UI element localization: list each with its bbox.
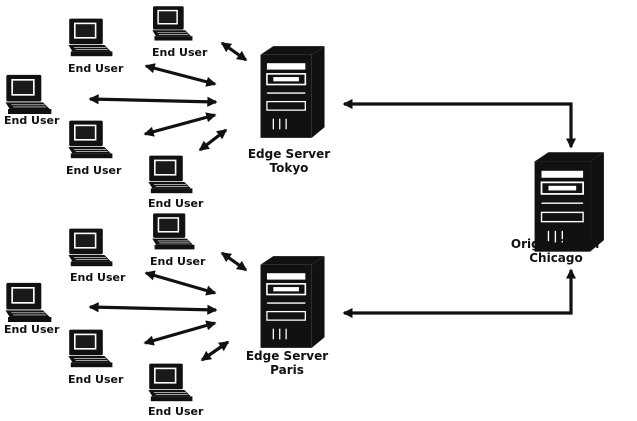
workstation-icon: [148, 363, 193, 402]
connection-arrow: [220, 41, 248, 62]
workstation-icon: [68, 120, 113, 159]
connection-arrow: [88, 302, 218, 315]
workstation-icon: [68, 329, 113, 368]
workstation-icon: [5, 74, 52, 115]
server-icon: [259, 45, 326, 139]
end-user-label: End User: [68, 373, 124, 386]
origin-server-chicago: Origin Server Chicago: [511, 151, 605, 265]
end-user-node: End User: [4, 74, 60, 127]
end-user-label: End User: [148, 197, 204, 210]
end-user-node: End User: [66, 120, 122, 177]
end-user-node: End User: [68, 329, 124, 386]
end-user-node: End User: [4, 282, 60, 336]
edge-origin-link-paris: [342, 268, 577, 319]
connections: [88, 41, 577, 362]
connection-arrow: [143, 320, 217, 346]
connection-arrow: [144, 63, 217, 87]
workstation-icon: [68, 228, 113, 267]
edge-origin-link-tokyo: [342, 98, 577, 149]
end-user-label: End User: [70, 271, 126, 284]
end-user-label: End User: [152, 46, 208, 59]
origin-server-title: Origin Server: [511, 237, 601, 251]
workstation-icon: [151, 5, 193, 41]
connection-arrow: [144, 270, 217, 296]
edge-server-tokyo: Edge Server Tokyo: [248, 45, 330, 175]
end-user-label: End User: [68, 62, 124, 75]
connection-arrow: [220, 251, 248, 272]
edge-server-tokyo-title: Edge Server: [248, 147, 330, 161]
workstation-icon: [5, 282, 52, 323]
origin-server-city: Chicago: [529, 251, 583, 265]
connection-arrow: [143, 112, 217, 137]
end-user-label: End User: [150, 255, 206, 268]
edge-server-paris: Edge Server Paris: [246, 255, 328, 377]
connection-arrow: [88, 94, 218, 107]
end-user-node: End User: [150, 213, 206, 268]
workstation-icon: [68, 18, 113, 57]
workstation-icon: [148, 155, 193, 194]
end-user-node: End User: [151, 5, 208, 59]
end-user-node: End User: [68, 18, 124, 75]
connection-arrow: [200, 340, 230, 362]
end-user-node: End User: [148, 363, 204, 418]
edge-server-paris-city: Paris: [270, 363, 304, 377]
edge-server-tokyo-city: Tokyo: [270, 161, 309, 175]
end-user-label: End User: [148, 405, 204, 418]
server-icon: [259, 255, 326, 349]
workstation-icon: [151, 213, 195, 250]
edge-server-paris-title: Edge Server: [246, 349, 328, 363]
end-user-label: End User: [66, 164, 122, 177]
end-user-label: End User: [4, 323, 60, 336]
end-user-node: End User: [68, 228, 126, 284]
connection-arrow: [198, 128, 228, 152]
end-user-label: End User: [4, 114, 60, 127]
end-user-node: End User: [148, 155, 204, 210]
